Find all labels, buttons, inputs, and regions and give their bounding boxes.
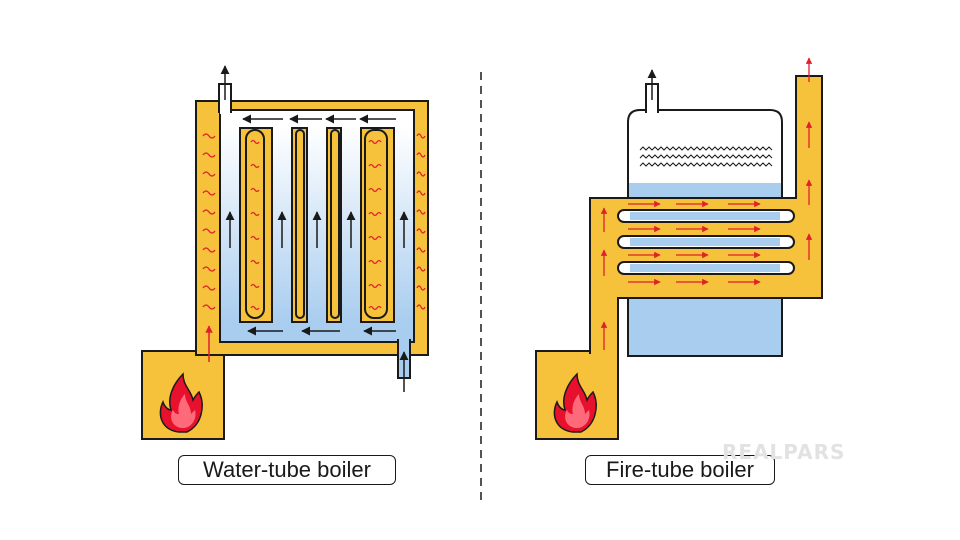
wt-gas-slot-1: [245, 129, 265, 319]
heat-wave-icon: [250, 139, 260, 311]
heat-wave-icon: [416, 133, 426, 310]
ft-gas-flow-arrows: [600, 57, 813, 350]
wt-riser-flow-arrows: [225, 211, 409, 248]
water-tube-boiler: [141, 65, 429, 440]
fire-tube-label: Fire-tube boiler: [585, 455, 775, 485]
wt-gas-slot-2: [295, 129, 305, 319]
fire-tube-boiler: [535, 57, 823, 440]
flame-icon: [553, 372, 597, 433]
water-tube-label: Water-tube boiler: [178, 455, 396, 485]
flame-icon: [159, 372, 203, 433]
realpars-logo: REALPARS: [722, 440, 846, 464]
wt-gas-slot-3: [330, 129, 340, 319]
wt-gas-slot-4: [364, 129, 388, 319]
heat-wave-icon: [368, 139, 382, 311]
heat-wave-icon: [639, 146, 773, 167]
heat-wave-icon: [202, 133, 216, 310]
